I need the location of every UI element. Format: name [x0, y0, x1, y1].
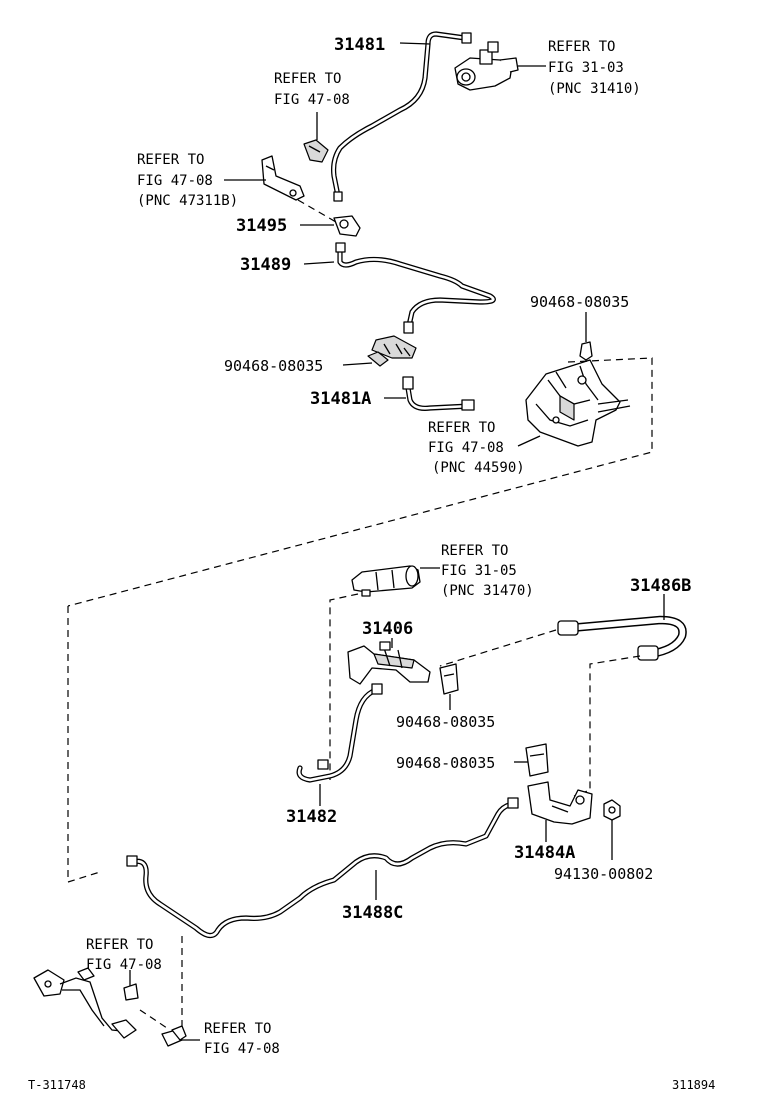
- hose-31486b: [557, 615, 687, 661]
- label-90468-c: 90468-08035: [396, 713, 495, 731]
- ref2-line2: FIG 47-08: [274, 92, 350, 108]
- ref5-line3: (PNC 31470): [441, 583, 534, 599]
- label-31481: 31481: [334, 35, 385, 55]
- label-31482: 31482: [286, 807, 337, 827]
- bracket-47311b: [261, 155, 305, 201]
- master-cylinder-connector: [454, 41, 519, 91]
- leader-90468-a: [342, 362, 373, 366]
- dash-hose-left: [439, 629, 557, 667]
- footer-right-code: 311894: [672, 1078, 715, 1092]
- ref1-line3: (PNC 31410): [548, 81, 641, 97]
- pipe-31482: [296, 683, 383, 783]
- ref3-line2: FIG 47-08: [137, 173, 213, 189]
- label-90468-d: 90468-08035: [396, 754, 495, 772]
- dash-hose-right: [573, 655, 641, 797]
- dash-frame-top: [67, 357, 653, 607]
- label-31488C: 31488C: [342, 903, 403, 923]
- clip-90468-left: [367, 335, 417, 367]
- release-cylinder: [351, 565, 421, 597]
- ref2-line1: REFER TO: [274, 71, 341, 87]
- dash-frame-left: [67, 606, 101, 883]
- ref7-line2: FIG 47-08: [204, 1041, 280, 1057]
- clamp-31495: [333, 215, 361, 237]
- ref6-line1: REFER TO: [86, 937, 153, 953]
- pipe-31489: [335, 242, 496, 334]
- leader-31481: [399, 42, 431, 45]
- ref7-line1: REFER TO: [204, 1021, 271, 1037]
- pipe-31481: [331, 31, 472, 202]
- ref5-line2: FIG 31-05: [441, 563, 517, 579]
- label-31484A: 31484A: [514, 843, 575, 863]
- ref1-line1: REFER TO: [548, 39, 615, 55]
- nut-94130: [603, 799, 621, 821]
- dash-assembly: [139, 1009, 171, 1031]
- dash-release: [329, 593, 359, 780]
- pedal-bracket-44590: [525, 359, 631, 447]
- ref6-line2: FIG 47-08: [86, 957, 162, 973]
- label-31406: 31406: [362, 619, 413, 639]
- ref3-line1: REFER TO: [137, 152, 204, 168]
- clip-90468-right: [579, 341, 593, 361]
- ref4-line1: REFER TO: [428, 420, 495, 436]
- label-31489: 31489: [240, 255, 291, 275]
- ref4-line3: (PNC 44590): [432, 460, 525, 476]
- clip-90468-c: [439, 663, 459, 695]
- hose-31481a: [402, 376, 475, 411]
- label-31486B: 31486B: [630, 576, 691, 596]
- ref4-line2: FIG 47-08: [428, 440, 504, 456]
- ref3-line3: (PNC 47311B): [137, 193, 238, 209]
- label-31495: 31495: [236, 216, 287, 236]
- pipe-31488c: [126, 797, 519, 939]
- footer-left-code: T-311748: [28, 1078, 86, 1092]
- ref5-line1: REFER TO: [441, 543, 508, 559]
- bottom-left-assembly: [33, 967, 187, 1047]
- bracket-31406: [347, 641, 431, 685]
- label-90468-b: 90468-08035: [530, 293, 629, 311]
- label-90468-a: 90468-08035: [224, 357, 323, 375]
- label-31481A: 31481A: [310, 389, 371, 409]
- label-94130: 94130-00802: [554, 865, 653, 883]
- leader-31489: [303, 261, 335, 265]
- ref1-line2: FIG 31-03: [548, 60, 624, 76]
- pipe-clip: [303, 139, 329, 163]
- clip-90468-d: [525, 743, 549, 777]
- bracket-31484a: [527, 781, 593, 825]
- leader-ref4: [517, 435, 541, 447]
- dash-bracket: [297, 199, 337, 223]
